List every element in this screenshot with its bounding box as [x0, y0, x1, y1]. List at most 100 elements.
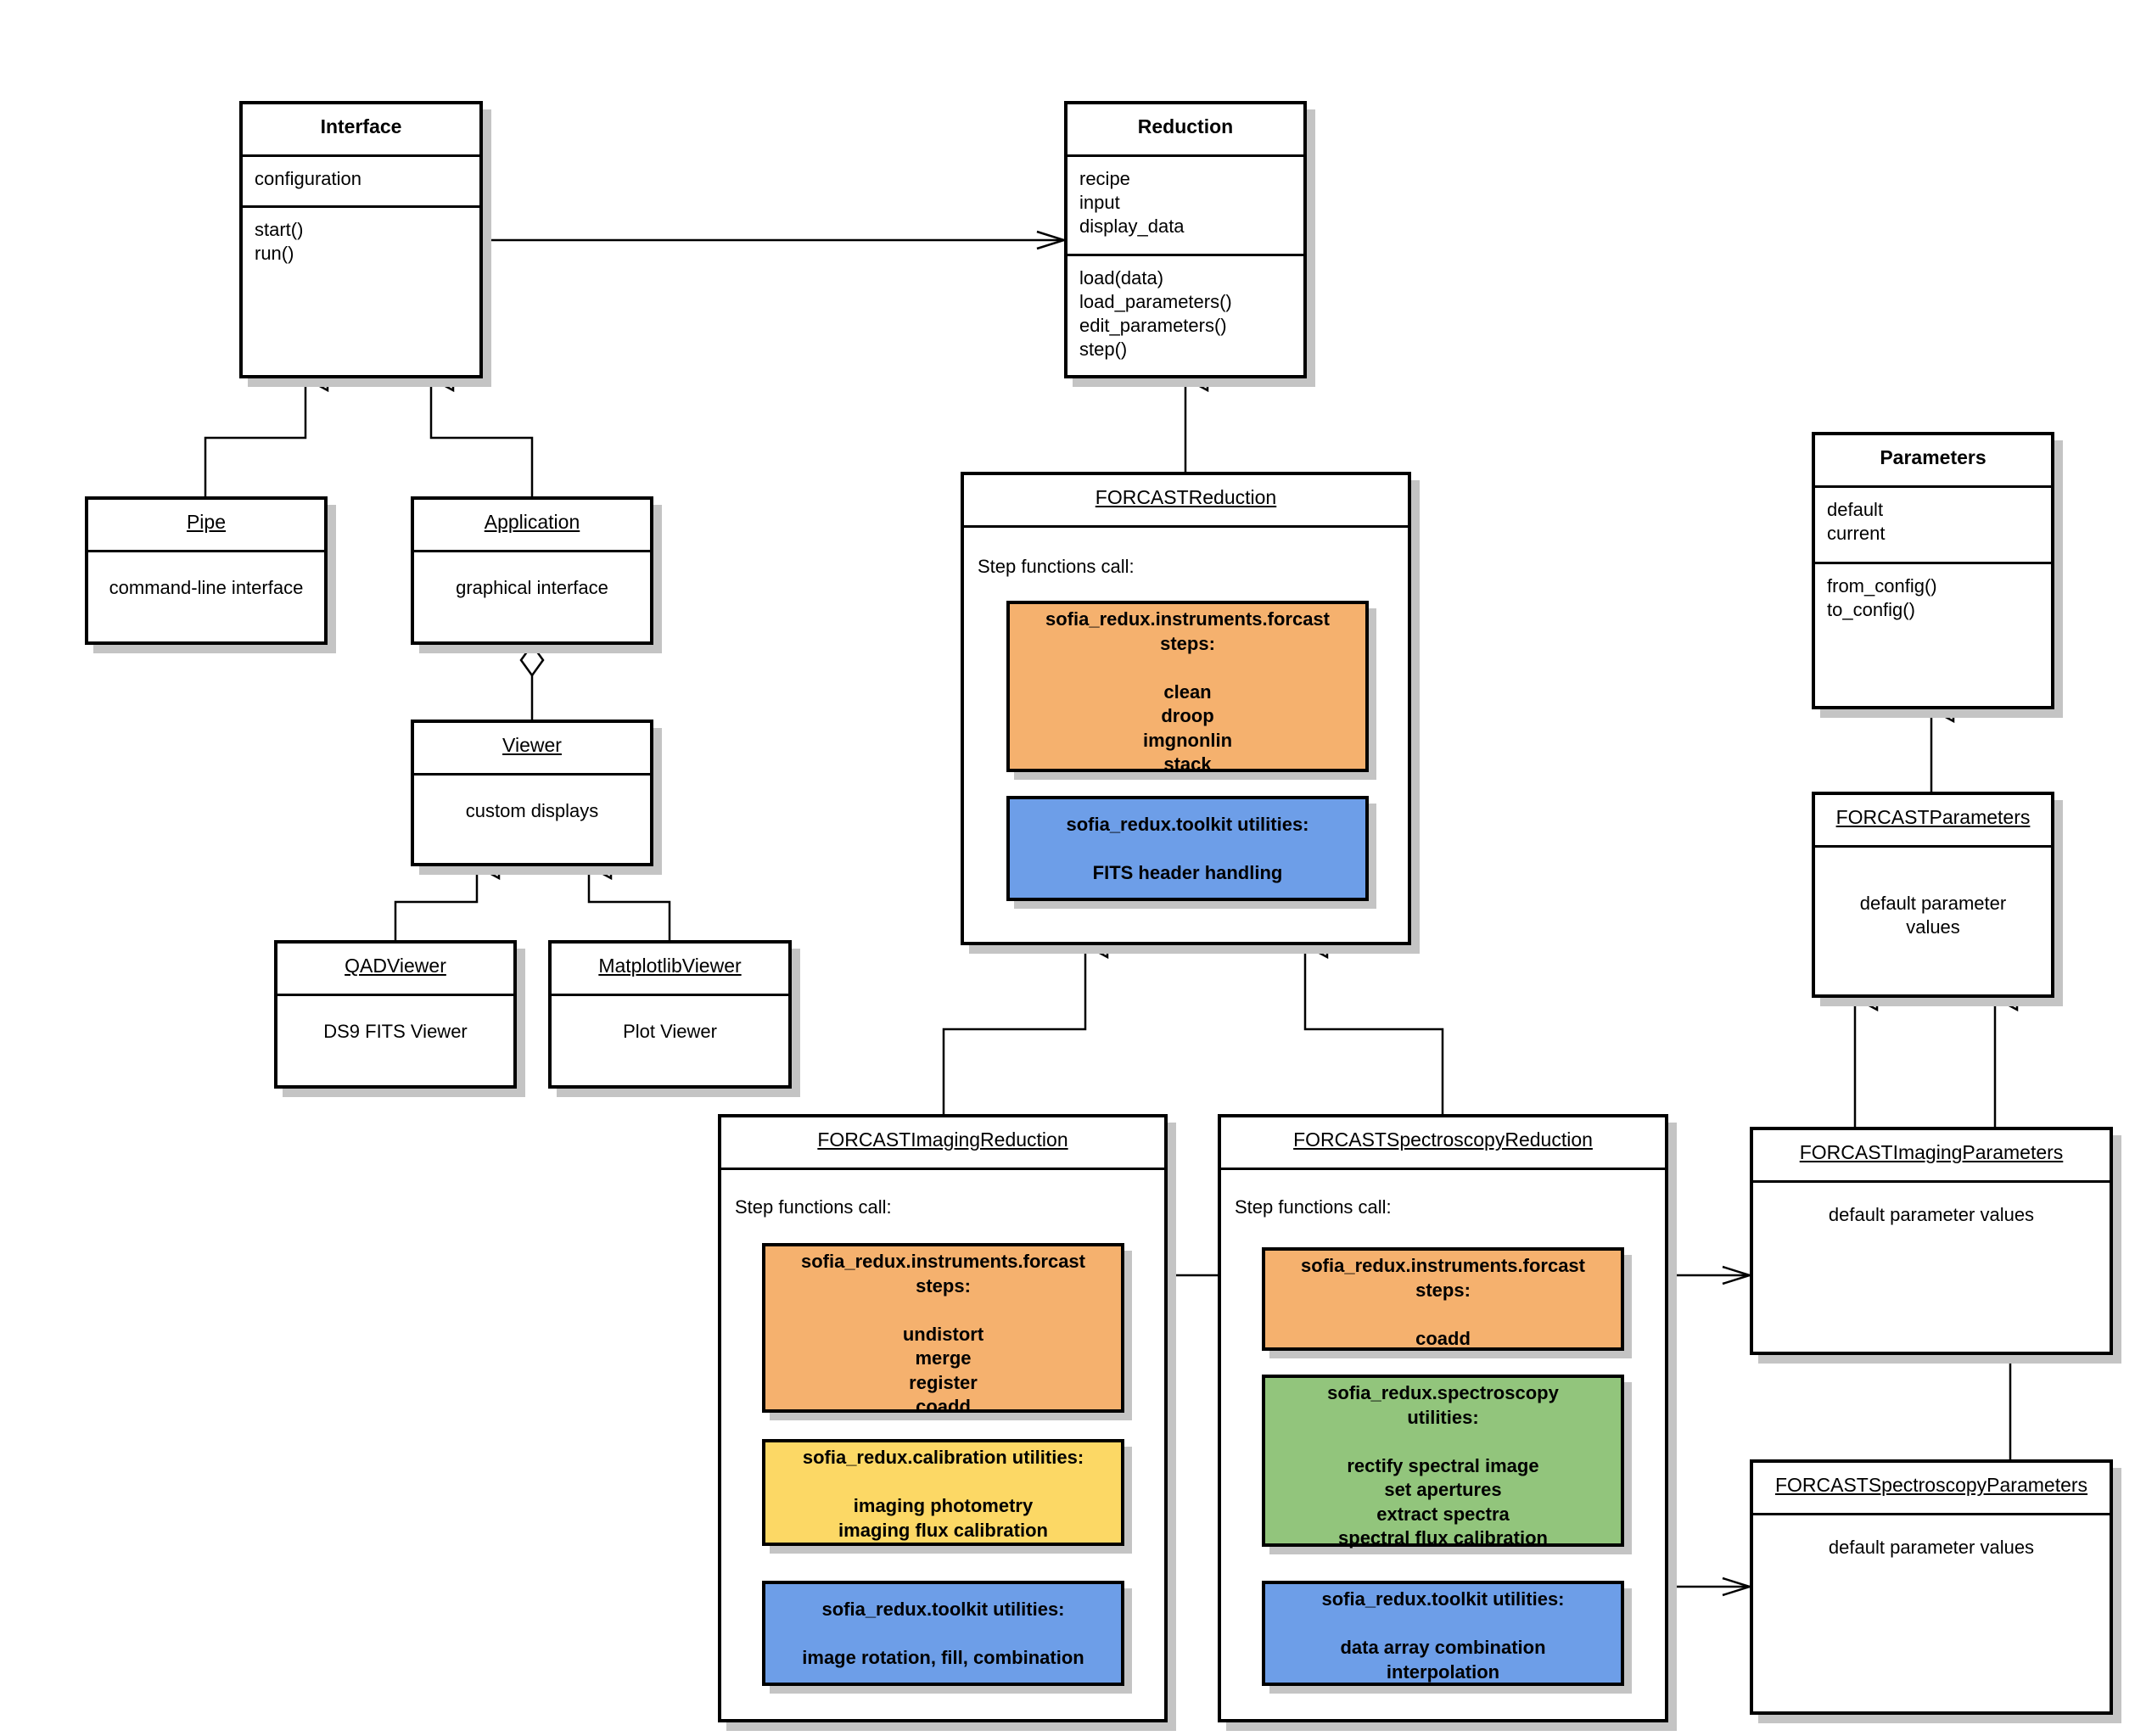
- utility-item: imaging flux calibration: [838, 1519, 1048, 1541]
- class-title: FORCASTReduction: [964, 475, 1408, 528]
- step-functions-label: Step functions call:: [978, 556, 1135, 577]
- box-heading: sofia_redux.instruments.forcast: [1301, 1255, 1585, 1276]
- utility-item: interpolation: [1386, 1660, 1500, 1683]
- class-title: Pipe: [88, 500, 324, 552]
- attributes-section: configuration: [243, 157, 479, 208]
- class-title: Interface: [243, 104, 479, 157]
- class-title: Reduction: [1068, 104, 1303, 157]
- method: from_config(): [1827, 575, 1937, 596]
- class-body: default parameter values: [1828, 1537, 2035, 1558]
- class-body: graphical interface: [456, 577, 608, 598]
- step-functions-label: Step functions call:: [1235, 1196, 1392, 1218]
- class-title: FORCASTSpectroscopyParameters: [1753, 1463, 2110, 1515]
- class-title: FORCASTSpectroscopyReduction: [1221, 1117, 1665, 1170]
- parameters-class[interactable]: Parameters default current from_config()…: [1812, 432, 2054, 709]
- qadviewer-to-viewer-link: [394, 866, 477, 940]
- step-functions-label: Step functions call:: [735, 1196, 892, 1218]
- step-item: undistort: [902, 1323, 984, 1345]
- utility-item: extract spectra: [1376, 1503, 1510, 1525]
- methods-section: from_config() to_config(): [1815, 564, 2051, 622]
- box-heading: steps:: [1415, 1279, 1471, 1301]
- imaging-to-forcastreduction-link: [942, 945, 1085, 1114]
- step-item: coadd: [1415, 1327, 1471, 1349]
- class-body: Plot Viewer: [623, 1021, 717, 1042]
- qadviewer-class[interactable]: QADViewer DS9 FITS Viewer: [274, 940, 517, 1089]
- aggregation-diamond: [519, 642, 545, 678]
- box-heading: sofia_redux.toolkit utilities:: [1321, 1588, 1565, 1610]
- toolkit-utilities-box: sofia_redux.toolkit utilities: FITS head…: [1006, 796, 1369, 901]
- method: to_config(): [1827, 599, 1915, 620]
- attribute: input: [1079, 192, 1120, 213]
- class-title: Viewer: [414, 723, 650, 776]
- box-heading: sofia_redux.instruments.forcast: [801, 1251, 1085, 1272]
- box-heading: sofia_redux.toolkit utilities:: [821, 1599, 1065, 1620]
- forcastspectroscopyreduction-class[interactable]: FORCASTSpectroscopyReduction Step functi…: [1218, 1114, 1668, 1722]
- forcast-steps-box: sofia_redux.instruments.forcast steps: c…: [1262, 1247, 1624, 1351]
- forcastreduction-class[interactable]: FORCASTReduction Step functions call: so…: [961, 472, 1411, 945]
- method: load(data): [1079, 267, 1164, 288]
- forcast-steps-box: sofia_redux.instruments.forcast steps: u…: [762, 1243, 1124, 1417]
- method: load_parameters(): [1079, 291, 1232, 312]
- attribute: configuration: [255, 168, 361, 189]
- utility-item: spectral flux calibration: [1338, 1527, 1548, 1548]
- box-heading: sofia_redux.spectroscopy: [1327, 1382, 1559, 1403]
- methods-section: load(data) load_parameters() edit_parame…: [1068, 256, 1303, 361]
- box-heading: sofia_redux.toolkit utilities:: [1066, 814, 1309, 835]
- attributes-section: default current: [1815, 488, 2051, 564]
- class-body: default parameter values: [1815, 848, 2051, 939]
- class-body: command-line interface: [109, 577, 304, 598]
- spectroscopy-to-forcastreduction-link: [1303, 945, 1444, 1114]
- toolkit-utilities-box: sofia_redux.toolkit utilities: image rot…: [762, 1581, 1124, 1686]
- step-item: imgnonlin: [1142, 729, 1233, 751]
- method: step(): [1079, 339, 1128, 360]
- class-title: FORCASTImagingParameters: [1753, 1130, 2110, 1183]
- box-heading: steps:: [1160, 632, 1215, 654]
- utility-item: FITS header handling: [1092, 862, 1283, 883]
- attribute: default: [1827, 499, 1884, 520]
- method: edit_parameters(): [1079, 315, 1227, 336]
- class-title: FORCASTParameters: [1815, 795, 2051, 848]
- forcastparameters-class[interactable]: FORCASTParameters default parameter valu…: [1812, 792, 2054, 998]
- viewer-class[interactable]: Viewer custom displays: [411, 720, 653, 866]
- step-item: stack: [1163, 753, 1212, 775]
- step-item: coadd: [916, 1396, 971, 1417]
- reduction-class[interactable]: Reduction recipe input display_data load…: [1064, 101, 1307, 378]
- attributes-section: recipe input display_data: [1068, 157, 1303, 256]
- utility-item: imaging photometry: [853, 1495, 1034, 1516]
- utility-item: rectify spectral image: [1347, 1454, 1539, 1476]
- utility-item: data array combination: [1340, 1637, 1546, 1658]
- class-title: Application: [414, 500, 650, 552]
- utility-item: set apertures: [1384, 1479, 1502, 1500]
- step-item: clean: [1163, 680, 1212, 703]
- attribute: current: [1827, 523, 1886, 544]
- methods-section: start() run(): [243, 208, 479, 266]
- forcast-steps-box: sofia_redux.instruments.forcast steps: c…: [1006, 601, 1369, 775]
- pipe-to-interface-link: [204, 378, 305, 496]
- class-body: custom displays: [465, 800, 599, 821]
- pipe-class[interactable]: Pipe command-line interface: [85, 496, 328, 645]
- method: start(): [255, 219, 304, 240]
- forcastimagingparameters-class[interactable]: FORCASTImagingParameters default paramet…: [1750, 1127, 2113, 1355]
- class-body: DS9 FITS Viewer: [323, 1021, 468, 1042]
- class-title: Parameters: [1815, 435, 2051, 488]
- step-item: merge: [915, 1347, 972, 1369]
- forcastimagingreduction-class[interactable]: FORCASTImagingReduction Step functions c…: [718, 1114, 1168, 1722]
- step-item: register: [909, 1371, 978, 1393]
- matplotlibviewer-class[interactable]: MatplotlibViewer Plot Viewer: [548, 940, 792, 1089]
- class-title: FORCASTImagingReduction: [721, 1117, 1164, 1170]
- class-body: default parameter values: [1828, 1204, 2035, 1225]
- toolkit-utilities-box: sofia_redux.toolkit utilities: data arra…: [1262, 1581, 1624, 1686]
- utility-item: image rotation, fill, combination: [802, 1647, 1084, 1668]
- interface-class[interactable]: Interface configuration start() run(): [239, 101, 483, 378]
- class-title: MatplotlibViewer: [552, 944, 788, 996]
- box-heading: sofia_redux.calibration utilities:: [802, 1447, 1084, 1468]
- attribute: recipe: [1079, 168, 1130, 189]
- method: run(): [255, 243, 294, 264]
- application-class[interactable]: Application graphical interface: [411, 496, 653, 645]
- calibration-utilities-box: sofia_redux.calibration utilities: imagi…: [762, 1439, 1124, 1546]
- forcastspectroscopyparameters-class[interactable]: FORCASTSpectroscopyParameters default pa…: [1750, 1459, 2113, 1715]
- body-line: values: [1906, 916, 1960, 938]
- body-line: default parameter: [1859, 893, 2007, 914]
- box-heading: steps:: [916, 1274, 971, 1296]
